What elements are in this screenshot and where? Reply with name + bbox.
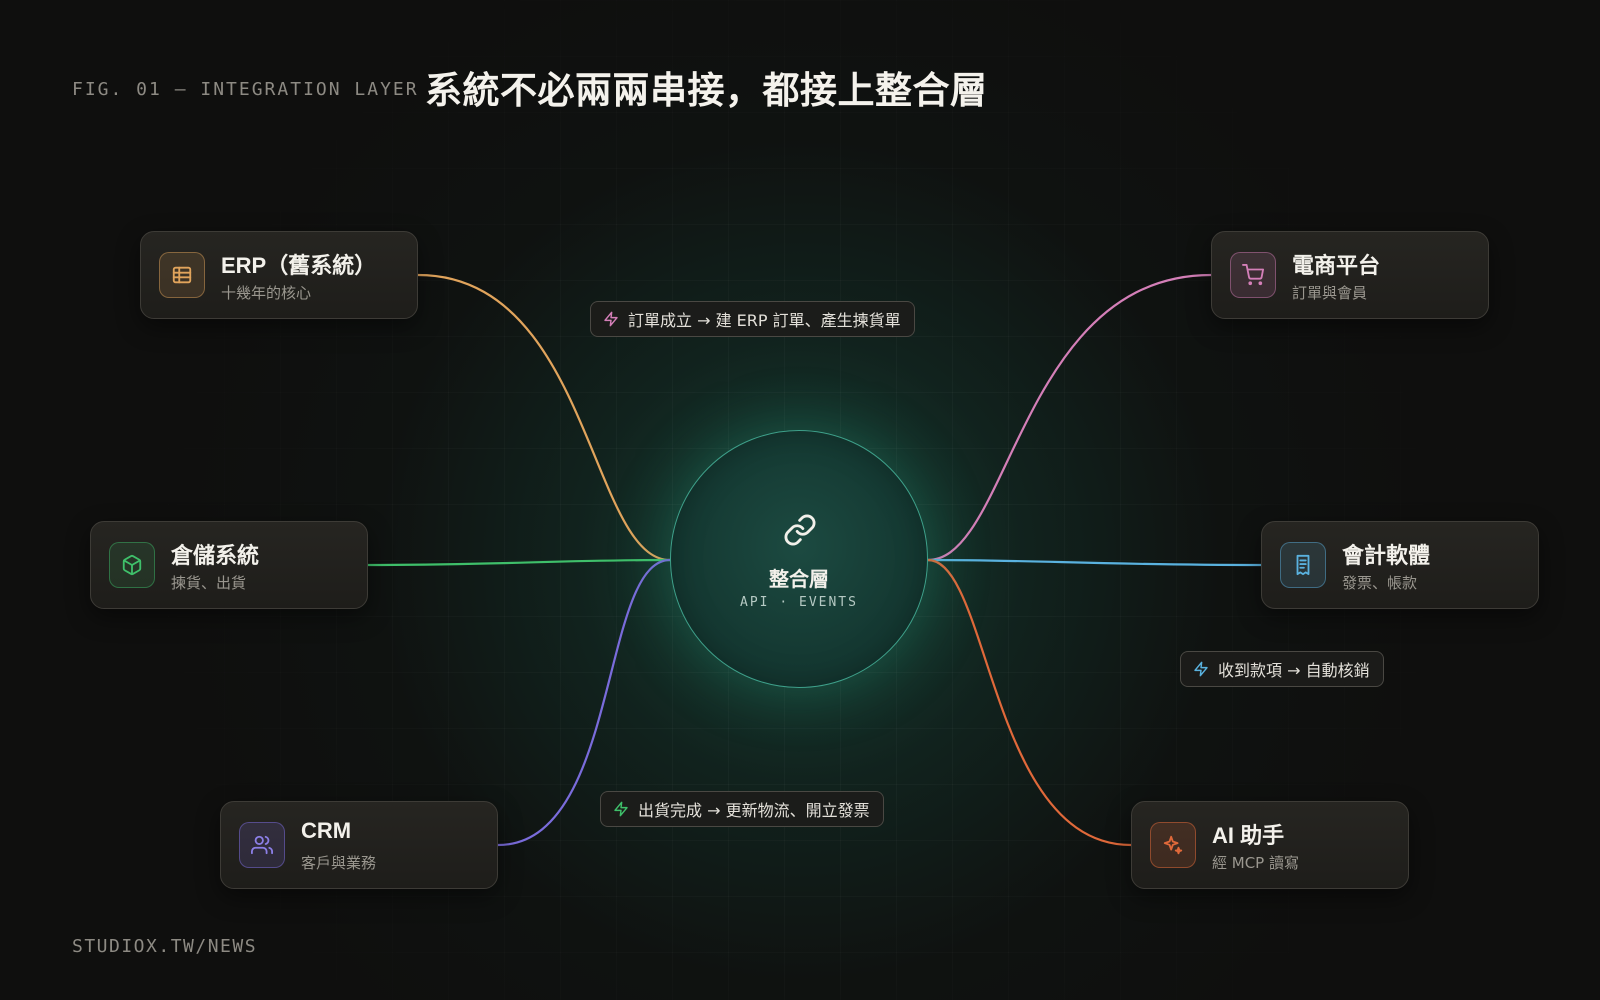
node-subtitle: 訂單與會員 xyxy=(1292,284,1368,302)
node-title: 電商平台 xyxy=(1292,253,1381,278)
figure-label: FIG. 01 — INTEGRATION LAYER xyxy=(72,79,419,100)
integration-hub[interactable]: 整合層 API · EVENTS xyxy=(670,430,928,688)
node-accounting[interactable]: 會計軟體 發票、帳款 xyxy=(1261,521,1539,609)
users-icon xyxy=(239,822,285,868)
link-icon xyxy=(783,513,817,551)
event-payment-received: 收到款項 → 自動核銷 xyxy=(1180,651,1384,687)
box-icon xyxy=(109,542,155,588)
receipt-icon xyxy=(1280,542,1326,588)
node-warehouse[interactable]: 倉儲系統 揀貨、出貨 xyxy=(90,521,368,609)
event-text: 收到款項 → 自動核銷 xyxy=(1218,661,1370,680)
bolt-icon xyxy=(1194,661,1208,677)
node-title: 會計軟體 xyxy=(1342,543,1431,568)
node-subtitle: 十幾年的核心 xyxy=(221,284,312,302)
connector-ai xyxy=(927,558,1132,847)
page-title: 系統不必兩兩串接，都接上整合層 xyxy=(425,69,988,112)
event-shipping-complete: 出貨完成 → 更新物流、開立發票 xyxy=(600,791,884,827)
node-subtitle: 經 MCP 讀寫 xyxy=(1212,854,1299,872)
node-crm[interactable]: CRM 客戶與業務 xyxy=(220,801,498,889)
node-title: CRM xyxy=(301,818,352,843)
node-title: ERP（舊系統） xyxy=(221,253,377,278)
bolt-icon xyxy=(604,311,618,327)
node-ecommerce[interactable]: 電商平台 訂單與會員 xyxy=(1211,231,1489,319)
event-text: 出貨完成 → 更新物流、開立發票 xyxy=(638,801,870,820)
node-ai-assistant[interactable]: AI 助手 經 MCP 讀寫 xyxy=(1131,801,1409,889)
connector-accounting xyxy=(927,558,1262,567)
cart-icon xyxy=(1230,252,1276,298)
hub-title: 整合層 xyxy=(769,567,829,591)
node-title: AI 助手 xyxy=(1212,823,1285,848)
sparkle-icon xyxy=(1150,822,1196,868)
node-erp[interactable]: ERP（舊系統） 十幾年的核心 xyxy=(140,231,418,319)
connector-warehouse xyxy=(367,558,671,567)
node-subtitle: 客戶與業務 xyxy=(301,854,377,872)
connector-crm xyxy=(497,558,671,847)
event-order-created: 訂單成立 → 建 ERP 訂單、產生揀貨單 xyxy=(590,301,915,337)
hub-subtitle: API · EVENTS xyxy=(740,595,858,610)
bolt-icon xyxy=(614,801,628,817)
event-text: 訂單成立 → 建 ERP 訂單、產生揀貨單 xyxy=(628,311,901,330)
node-title: 倉儲系統 xyxy=(171,543,260,568)
connector-ecommerce xyxy=(927,273,1212,562)
table-icon xyxy=(159,252,205,298)
footer-url[interactable]: STUDIOX.TW/NEWS xyxy=(72,936,258,957)
node-subtitle: 揀貨、出貨 xyxy=(171,574,247,592)
connector-erp xyxy=(417,273,671,562)
node-subtitle: 發票、帳款 xyxy=(1342,574,1418,592)
